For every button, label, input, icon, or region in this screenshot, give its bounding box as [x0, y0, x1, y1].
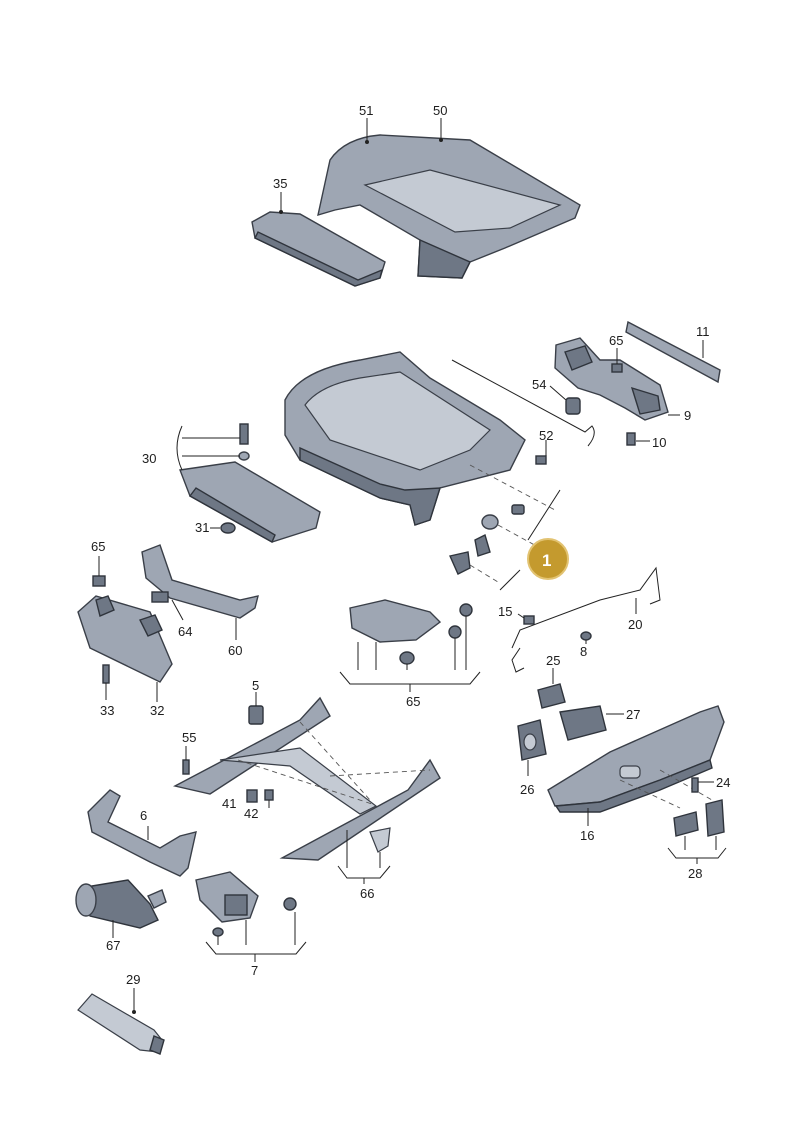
- callout-31: 31: [195, 520, 220, 535]
- svg-text:42: 42: [244, 806, 258, 821]
- callout-42: 42: [244, 789, 274, 821]
- motor-assembly-part: [339, 599, 481, 692]
- svg-text:29: 29: [126, 972, 140, 987]
- callout-9: 9: [668, 408, 691, 423]
- callout-66: 6: [140, 808, 149, 840]
- svg-text:6: 6: [140, 808, 147, 823]
- callout-30: 30: [142, 451, 156, 466]
- svg-text:25: 25: [546, 653, 560, 668]
- callout-15: 20: [628, 598, 642, 632]
- svg-text:41: 41: [222, 796, 236, 811]
- underbody-panel-part: [176, 423, 321, 543]
- callout-28: 28: [688, 858, 702, 881]
- callout-55: 55: [182, 730, 196, 775]
- callout-35: 35: [273, 176, 287, 214]
- svg-text:60: 60: [228, 643, 242, 658]
- callout-50: 50: [433, 103, 447, 142]
- svg-text:33: 33: [100, 703, 114, 718]
- callout-5: 5: [248, 678, 264, 725]
- side-trim-part: [77, 595, 173, 683]
- callout-6: 66: [337, 830, 391, 901]
- callout-16: 16: [580, 808, 594, 843]
- cap-part: [667, 799, 727, 859]
- svg-text:26: 26: [520, 782, 534, 797]
- callout-52: 52: [535, 428, 553, 465]
- front-pad-part: [251, 211, 386, 287]
- motor-part: [75, 879, 167, 929]
- seat-frame-part: [284, 351, 526, 526]
- callout-26: 26: [520, 760, 534, 797]
- callout-7: 7: [251, 954, 258, 978]
- switch-part: [517, 683, 607, 761]
- svg-text:20: 20: [628, 617, 642, 632]
- seat-cushion-part: [317, 134, 581, 279]
- callout-11: 11: [696, 324, 710, 358]
- side-cover-part: [547, 705, 725, 813]
- callout-65a: 65: [609, 333, 623, 373]
- callout-64: 33: [100, 664, 114, 718]
- svg-text:54: 54: [532, 377, 546, 392]
- svg-text:55: 55: [182, 730, 196, 745]
- callout-20: 8: [580, 640, 587, 659]
- svg-text:28: 28: [688, 866, 702, 881]
- svg-text:65: 65: [609, 333, 623, 348]
- callout-29: 29: [126, 972, 140, 1014]
- actuator-part: [195, 871, 307, 955]
- callout-65b: 65: [91, 539, 106, 587]
- svg-text:1: 1: [542, 551, 551, 570]
- callout-60: 32: [150, 682, 164, 718]
- rail-part: [625, 320, 721, 384]
- callout-32: 60: [228, 618, 242, 658]
- callout-51: 51: [359, 103, 373, 144]
- highlight-badge: 1: [527, 538, 569, 580]
- svg-text:8: 8: [580, 644, 587, 659]
- svg-text:10: 10: [652, 435, 666, 450]
- cable-part: [511, 566, 661, 673]
- svg-text:67: 67: [106, 938, 120, 953]
- svg-text:31: 31: [195, 520, 209, 535]
- svg-text:30: 30: [142, 451, 156, 466]
- svg-text:65: 65: [91, 539, 105, 554]
- callout-25: 25: [546, 653, 560, 684]
- callout-24: 24: [691, 775, 730, 793]
- bracket-assembly-part: [554, 337, 669, 421]
- svg-text:64: 64: [178, 624, 192, 639]
- callout-54: 54: [532, 377, 581, 415]
- svg-text:66: 66: [360, 886, 374, 901]
- callout-41: 41: [222, 789, 258, 811]
- svg-text:52: 52: [539, 428, 553, 443]
- svg-text:9: 9: [684, 408, 691, 423]
- svg-text:7: 7: [251, 963, 258, 978]
- callout-27: 27: [606, 707, 640, 722]
- front-trim-part: [141, 544, 259, 619]
- bolt-part: [449, 464, 556, 583]
- svg-text:65: 65: [406, 694, 420, 709]
- svg-text:35: 35: [273, 176, 287, 191]
- svg-text:15: 15: [498, 604, 512, 619]
- wire-rod-part: [451, 359, 595, 447]
- svg-text:5: 5: [252, 678, 259, 693]
- svg-text:27: 27: [626, 707, 640, 722]
- support-bracket-part: [87, 789, 197, 877]
- callout-67: 67: [106, 920, 120, 953]
- svg-text:51: 51: [359, 103, 373, 118]
- callout-10: 10: [626, 432, 666, 450]
- svg-text:32: 32: [150, 703, 164, 718]
- callout-65c: 15: [498, 604, 525, 619]
- rail-frame-part: [173, 696, 441, 861]
- callout-8: 65: [406, 694, 420, 709]
- svg-text:50: 50: [433, 103, 447, 118]
- callout-33: 64: [171, 599, 192, 639]
- svg-text:16: 16: [580, 828, 594, 843]
- svg-text:11: 11: [696, 324, 710, 339]
- grease-tube-part: [77, 993, 165, 1055]
- svg-text:24: 24: [716, 775, 730, 790]
